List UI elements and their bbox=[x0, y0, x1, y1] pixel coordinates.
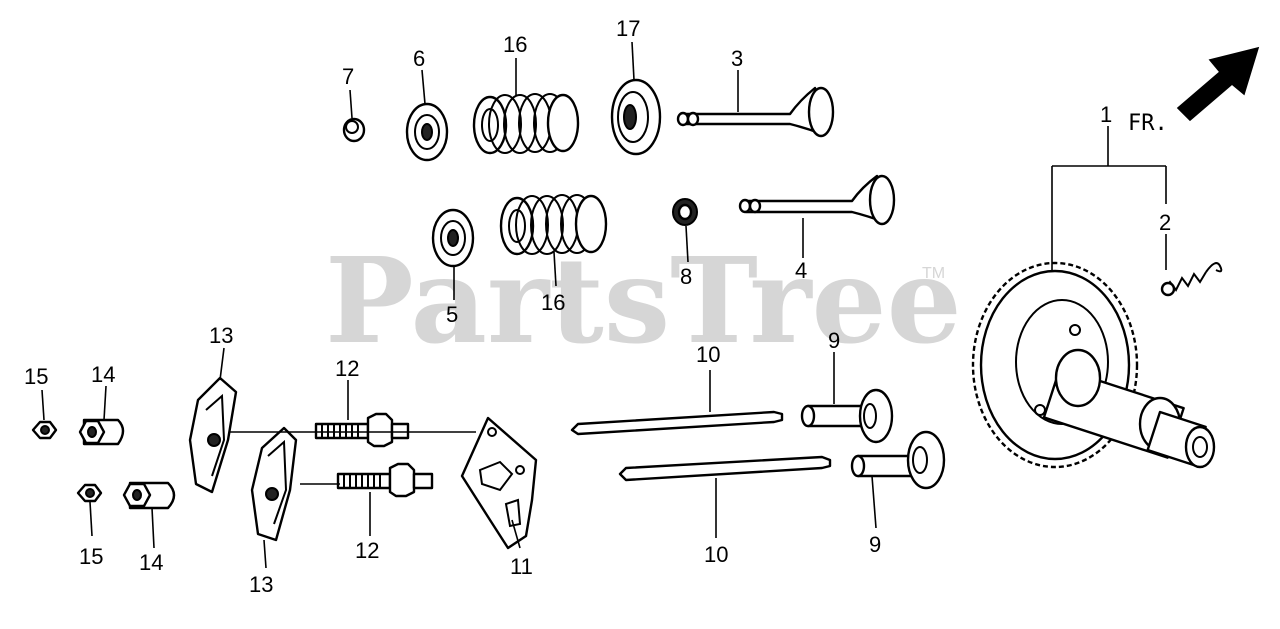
part-16-valve-spring-bottom bbox=[499, 194, 608, 256]
callout-4: 4 bbox=[795, 258, 807, 283]
callout-16-bottom: 16 bbox=[541, 290, 565, 315]
callout-16-top: 16 bbox=[503, 32, 527, 57]
front-label: FR. bbox=[1128, 111, 1168, 136]
callout-17: 17 bbox=[616, 16, 640, 41]
part-10-push-rod-bottom bbox=[618, 455, 832, 482]
callout-6: 6 bbox=[413, 46, 425, 71]
callout-2: 2 bbox=[1159, 210, 1171, 235]
part-14-pivot-nut-bottom bbox=[122, 481, 176, 510]
callout-10-bottom: 10 bbox=[704, 542, 728, 567]
callout-7: 7 bbox=[342, 64, 354, 89]
part-10-push-rod-top bbox=[570, 410, 784, 436]
callout-12-top: 12 bbox=[335, 356, 359, 381]
callout-5: 5 bbox=[446, 302, 458, 327]
watermark-text: PartsTree bbox=[325, 231, 962, 370]
callout-13-bottom: 13 bbox=[249, 572, 273, 597]
callout-14-top: 14 bbox=[91, 362, 115, 387]
part-9-tappet-bottom bbox=[850, 430, 946, 490]
front-arrow-icon bbox=[1176, 46, 1260, 122]
part-16-valve-spring-top bbox=[472, 93, 580, 155]
callout-9-bottom: 9 bbox=[869, 532, 881, 557]
leader-lines bbox=[41, 41, 1167, 569]
callout-14-bottom: 14 bbox=[139, 550, 163, 575]
part-13-rocker-arm-top bbox=[188, 376, 238, 494]
part-7-valve-cap bbox=[342, 117, 366, 143]
callout-12-bottom: 12 bbox=[355, 538, 379, 563]
watermark-trademark: TM bbox=[922, 265, 945, 282]
part-11-guide-plate bbox=[460, 416, 538, 550]
callout-10-top: 10 bbox=[696, 342, 720, 367]
part-9-tappet-top bbox=[800, 388, 894, 444]
part-13-rocker-arm-bottom bbox=[250, 426, 298, 542]
part-12-rocker-stud-top bbox=[314, 412, 410, 448]
callout-3: 3 bbox=[731, 46, 743, 71]
part-8-valve-seal bbox=[672, 198, 698, 226]
callout-11: 11 bbox=[510, 554, 533, 579]
callout-13-top: 13 bbox=[209, 323, 233, 348]
callout-labels: 7 6 16 17 3 1 2 4 8 16 5 13 12 10 9 15 1… bbox=[24, 16, 1171, 597]
callout-9-top: 9 bbox=[828, 328, 840, 353]
callout-15-top: 15 bbox=[24, 364, 48, 389]
part-15-nut-top bbox=[31, 420, 58, 440]
part-6-valve-retainer bbox=[405, 102, 449, 162]
part-5-valve-retainer bbox=[431, 208, 475, 268]
part-4-valve-exhaust bbox=[738, 174, 896, 226]
callout-1: 1 bbox=[1100, 102, 1112, 127]
callout-15-bottom: 15 bbox=[79, 544, 103, 569]
part-1-camshaft-assembly bbox=[971, 261, 1216, 469]
callout-8: 8 bbox=[680, 264, 692, 289]
part-12-rocker-stud-bottom bbox=[336, 462, 434, 498]
part-2-spring bbox=[1160, 262, 1223, 297]
part-17-spring-retainer bbox=[610, 78, 662, 156]
part-15-nut-bottom bbox=[76, 483, 103, 503]
watermark: PartsTree TM bbox=[325, 231, 962, 370]
front-direction-indicator: FR. bbox=[1128, 46, 1260, 136]
part-14-pivot-nut-top bbox=[78, 418, 125, 446]
part-3-valve-intake bbox=[676, 86, 835, 138]
